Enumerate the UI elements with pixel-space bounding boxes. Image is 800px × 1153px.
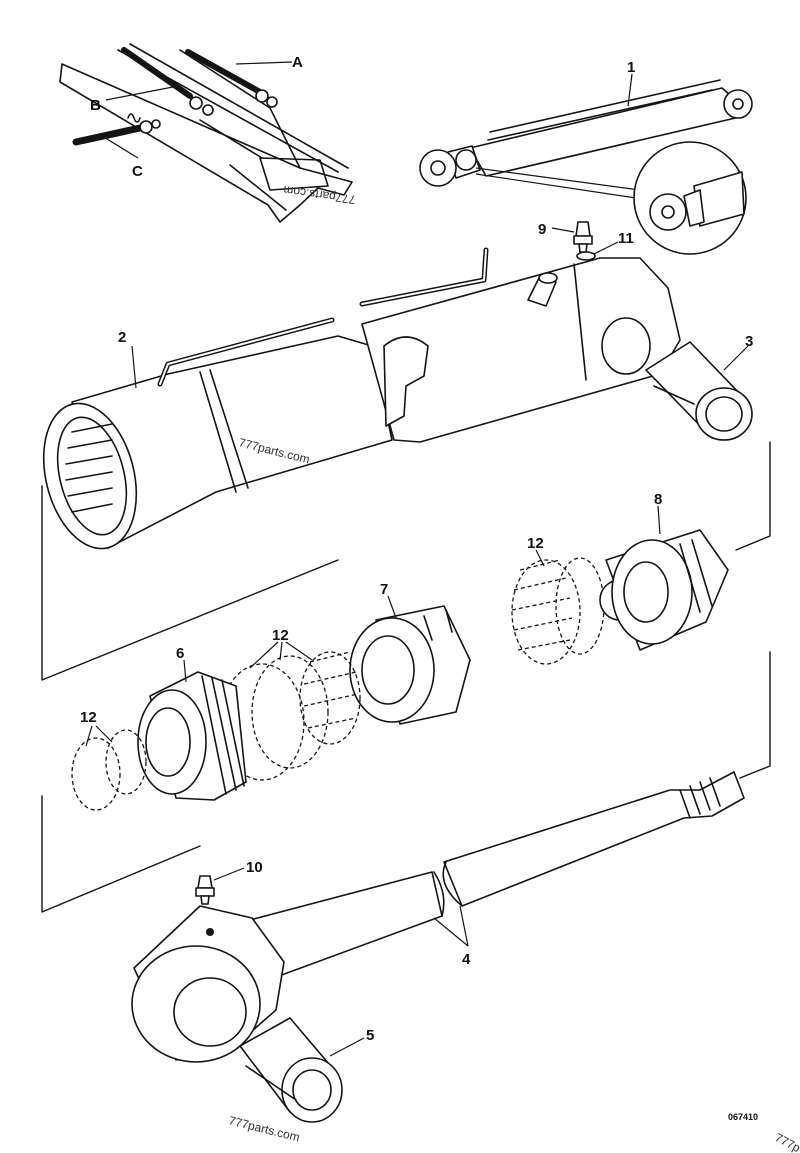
callout-6: 6	[176, 645, 184, 662]
callout-3: 3	[745, 333, 753, 350]
bush-3	[645, 341, 753, 441]
callout-c: C	[132, 163, 143, 180]
callout-12-left: 12	[80, 709, 97, 726]
end-cap-6	[137, 671, 247, 801]
seal-12-upper	[511, 557, 605, 665]
callout-4: 4	[462, 951, 471, 968]
grease-nipple-10	[195, 875, 215, 905]
callout-8: 8	[654, 491, 662, 508]
callout-11: 11	[618, 230, 634, 247]
detail-bubble	[475, 141, 747, 255]
piston-8	[599, 529, 729, 651]
group-frame-upper	[41, 441, 771, 681]
callout-9: 9	[538, 221, 546, 238]
pin-b	[121, 47, 214, 116]
callout-1: 1	[627, 59, 635, 76]
watermark-corner: 777p	[773, 1130, 800, 1153]
washer-11	[576, 251, 596, 261]
callout-12-middle: 12	[272, 627, 289, 644]
grease-nipple-9	[573, 221, 593, 253]
pin-c	[72, 113, 161, 146]
bush-5	[239, 1017, 343, 1123]
callout-7: 7	[380, 581, 388, 598]
callout-a: A	[292, 54, 303, 71]
callout-5: 5	[366, 1027, 374, 1044]
gland-nut-7	[349, 605, 471, 725]
rod-eye	[131, 905, 285, 1063]
piston-rod-4	[249, 771, 745, 981]
callout-2: 2	[118, 329, 126, 346]
callout-b: B	[90, 97, 101, 114]
assembled-ram	[419, 79, 753, 187]
drawing-code: 067410	[728, 1112, 758, 1122]
watermark-bottom: 777parts.com	[227, 1113, 301, 1144]
pin-a	[185, 49, 278, 108]
callout-10: 10	[246, 859, 263, 876]
cylinder-barrel-2	[42, 247, 681, 550]
leader-lines	[85, 73, 749, 1057]
group-frame-lower	[41, 651, 771, 913]
callout-12-upper: 12	[527, 535, 544, 552]
circlips-12-left	[71, 729, 147, 811]
callout-labels: A B C 1 2 3 4 5 6 7 8 9 10 11 12 12 12	[80, 54, 753, 1044]
